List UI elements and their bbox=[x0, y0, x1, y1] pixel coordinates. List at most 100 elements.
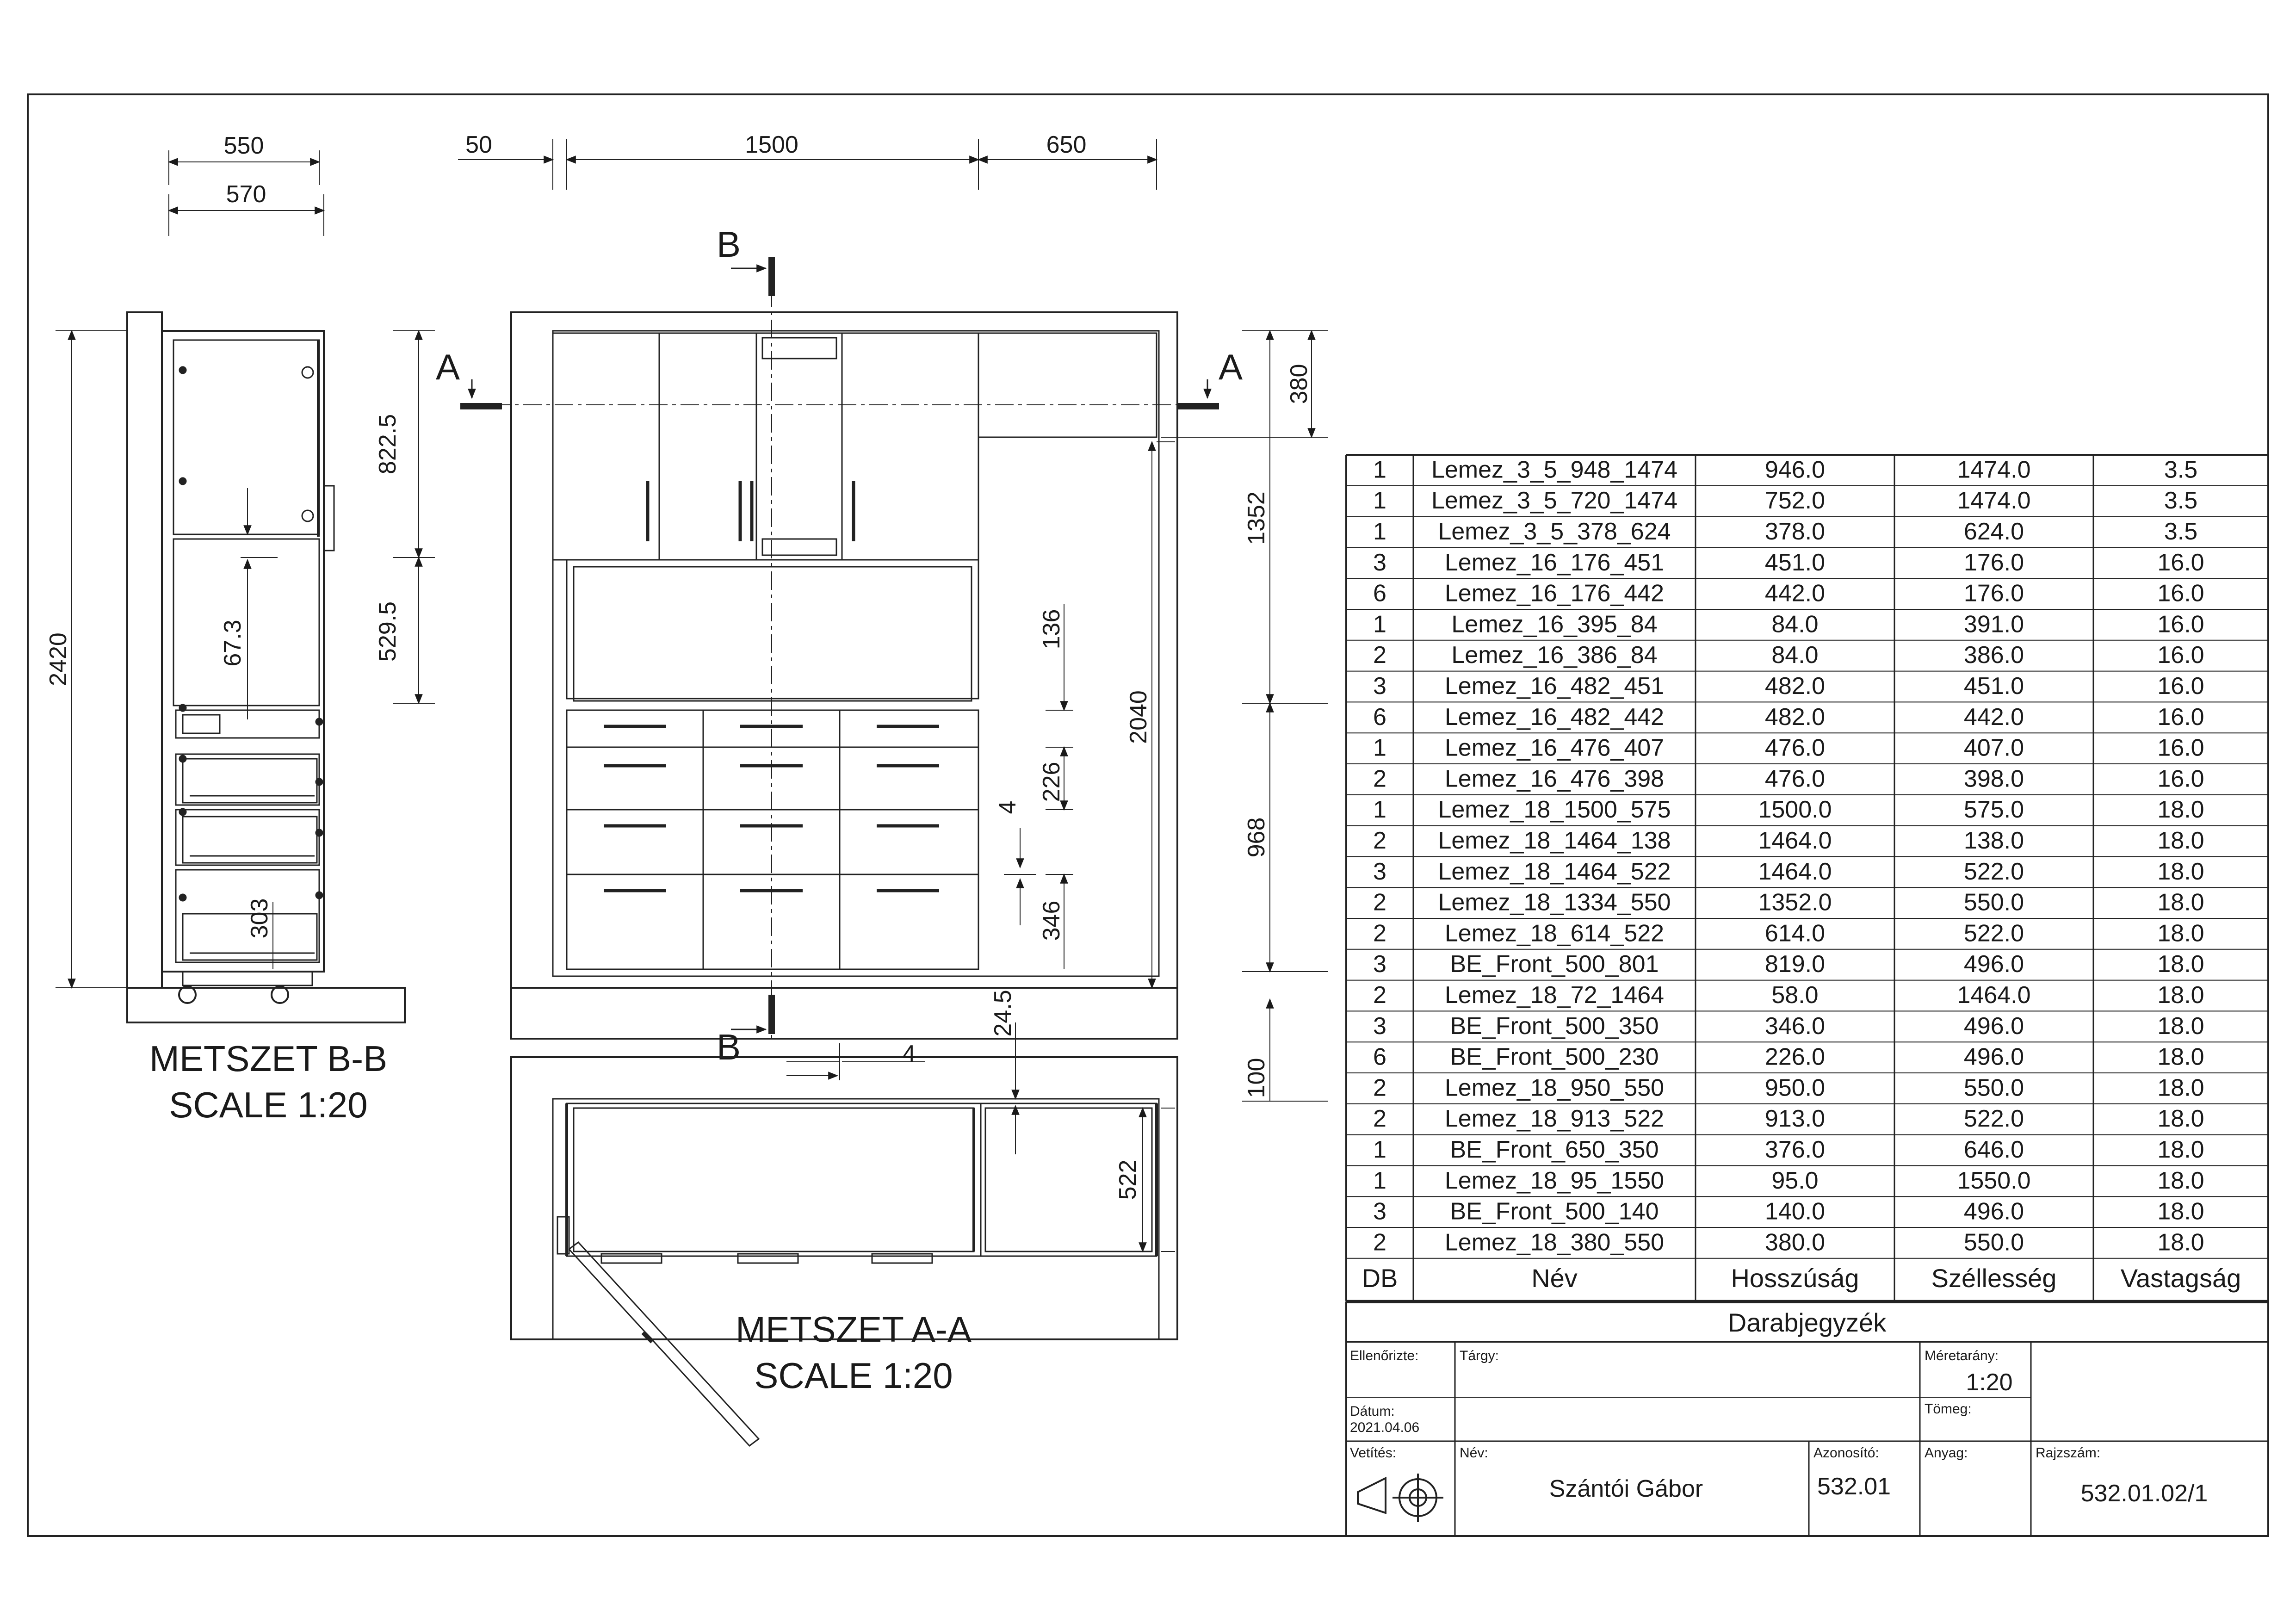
table-cell-length: 380.0 bbox=[1765, 1229, 1825, 1256]
plan-view-title: METSZET A-A bbox=[736, 1309, 972, 1350]
table-cell-thickness: 18.0 bbox=[2157, 796, 2204, 823]
table-cell-name: Lemez_18_72_1464 bbox=[1445, 982, 1664, 1009]
side-dim-529-5: 529.5 bbox=[374, 601, 401, 662]
table-cell-thickness: 18.0 bbox=[2157, 827, 2204, 854]
table-cell-name: Lemez_18_950_550 bbox=[1445, 1074, 1664, 1101]
table-cell-thickness: 3.5 bbox=[2164, 487, 2197, 514]
table-cell-width: 624.0 bbox=[1964, 518, 2024, 545]
side-dim-570: 570 bbox=[226, 181, 266, 208]
side-view-scale: SCALE 1:20 bbox=[169, 1084, 367, 1125]
table-cell-thickness: 18.0 bbox=[2157, 858, 2204, 885]
table-cell-length: 84.0 bbox=[1771, 611, 1818, 638]
name-label: Név: bbox=[1460, 1445, 1488, 1461]
table-cell-qty: 6 bbox=[1373, 1044, 1386, 1071]
date-label: Dátum: bbox=[1350, 1404, 1395, 1419]
drawing-frame bbox=[27, 93, 2269, 1537]
table-cell-name: Lemez_3_5_378_624 bbox=[1438, 518, 1671, 545]
projection-label: Vetítés: bbox=[1350, 1445, 1396, 1461]
table-cell-name: Lemez_18_1500_575 bbox=[1438, 796, 1671, 823]
table-cell-name: Lemez_16_482_451 bbox=[1445, 673, 1664, 700]
table-cell-length: 1352.0 bbox=[1758, 889, 1832, 916]
table-cell-length: 819.0 bbox=[1765, 951, 1825, 978]
table-cell-width: 1550.0 bbox=[1957, 1167, 2030, 1194]
table-cell-thickness: 16.0 bbox=[2157, 549, 2204, 576]
table-cell-qty: 6 bbox=[1373, 580, 1386, 607]
subject-label: Tárgy: bbox=[1460, 1348, 1499, 1363]
table-cell-length: 58.0 bbox=[1771, 982, 1818, 1009]
table-cell-length: 946.0 bbox=[1765, 456, 1825, 483]
table-cell-name: Lemez_3_5_948_1474 bbox=[1431, 456, 1677, 483]
table-cell-name: Lemez_16_176_451 bbox=[1445, 549, 1664, 576]
table-cell-thickness: 18.0 bbox=[2157, 1044, 2204, 1071]
table-cell-thickness: 18.0 bbox=[2157, 1167, 2204, 1194]
table-cell-name: Lemez_18_1334_550 bbox=[1438, 889, 1671, 916]
table-cell-thickness: 16.0 bbox=[2157, 580, 2204, 607]
table-cell-width: 522.0 bbox=[1964, 858, 2024, 885]
table-cell-length: 1464.0 bbox=[1758, 827, 1832, 854]
table-cell-width: 1474.0 bbox=[1957, 456, 2030, 483]
table-cell-length: 346.0 bbox=[1765, 1013, 1825, 1040]
table-cell-qty: 2 bbox=[1373, 765, 1386, 792]
table-cell-width: 138.0 bbox=[1964, 827, 2024, 854]
table-cell-thickness: 18.0 bbox=[2157, 1198, 2204, 1225]
table-cell-length: 1464.0 bbox=[1758, 858, 1832, 885]
drawing-no-label: Rajzszám: bbox=[2036, 1445, 2100, 1461]
table-cell-width: 451.0 bbox=[1964, 673, 2024, 700]
front-dim-2040: 2040 bbox=[1125, 690, 1152, 744]
table-cell-width: 496.0 bbox=[1964, 1198, 2024, 1225]
table-cell-qty: 2 bbox=[1373, 827, 1386, 854]
table-cell-name: Lemez_18_913_522 bbox=[1445, 1105, 1664, 1132]
table-cell-width: 442.0 bbox=[1964, 704, 2024, 731]
projection-symbol-icon bbox=[1357, 1474, 1443, 1522]
table-cell-qty: 1 bbox=[1373, 1136, 1386, 1163]
table-cell-qty: 2 bbox=[1373, 1229, 1386, 1256]
front-dim-650: 650 bbox=[1046, 131, 1087, 158]
table-cell-width: 496.0 bbox=[1964, 951, 2024, 978]
table-cell-thickness: 18.0 bbox=[2157, 920, 2204, 947]
table-cell-thickness: 16.0 bbox=[2157, 765, 2204, 792]
table-cell-length: 95.0 bbox=[1771, 1167, 1818, 1194]
scale-value: 1:20 bbox=[1966, 1369, 2012, 1396]
table-header-width: Széllesség bbox=[1931, 1264, 2057, 1293]
table-cell-qty: 1 bbox=[1373, 1167, 1386, 1194]
table-cell-length: 482.0 bbox=[1765, 673, 1825, 700]
table-cell-length: 950.0 bbox=[1765, 1074, 1825, 1101]
scale-label: Méretarány: bbox=[1925, 1348, 1999, 1363]
table-cell-thickness: 16.0 bbox=[2157, 642, 2204, 669]
table-cell-name: Lemez_16_386_84 bbox=[1451, 642, 1657, 669]
table-cell-width: 550.0 bbox=[1964, 1229, 2024, 1256]
table-cell-width: 496.0 bbox=[1964, 1044, 2024, 1071]
table-cell-thickness: 18.0 bbox=[2157, 951, 2204, 978]
table-cell-thickness: 18.0 bbox=[2157, 982, 2204, 1009]
name-value: Szántói Gábor bbox=[1549, 1475, 1703, 1502]
side-dim-303: 303 bbox=[246, 898, 273, 939]
table-header-name: Név bbox=[1531, 1264, 1578, 1293]
section-letter-b-top: B bbox=[717, 224, 741, 265]
table-cell-qty: 2 bbox=[1373, 982, 1386, 1009]
material-label: Anyag: bbox=[1925, 1445, 1968, 1461]
front-dim-50: 50 bbox=[465, 131, 492, 158]
table-cell-length: 1500.0 bbox=[1758, 796, 1832, 823]
table-cell-width: 575.0 bbox=[1964, 796, 2024, 823]
table-cell-qty: 2 bbox=[1373, 920, 1386, 947]
plan-view-scale: SCALE 1:20 bbox=[754, 1355, 953, 1396]
table-cell-name: BE_Front_500_230 bbox=[1450, 1044, 1659, 1071]
table-cell-qty: 1 bbox=[1373, 518, 1386, 545]
table-cell-length: 442.0 bbox=[1765, 580, 1825, 607]
side-dim-2420: 2420 bbox=[45, 632, 72, 686]
table-cell-width: 1464.0 bbox=[1957, 982, 2030, 1009]
table-cell-qty: 1 bbox=[1373, 487, 1386, 514]
table-cell-qty: 1 bbox=[1373, 796, 1386, 823]
table-cell-length: 378.0 bbox=[1765, 518, 1825, 545]
table-cell-length: 752.0 bbox=[1765, 487, 1825, 514]
mass-label: Tömeg: bbox=[1925, 1401, 1972, 1417]
table-cell-thickness: 18.0 bbox=[2157, 1136, 2204, 1163]
table-cell-thickness: 18.0 bbox=[2157, 1013, 2204, 1040]
table-cell-name: Lemez_16_476_407 bbox=[1445, 735, 1664, 762]
table-cell-qty: 2 bbox=[1373, 1074, 1386, 1101]
table-cell-qty: 2 bbox=[1373, 889, 1386, 916]
drawing-no-value: 532.01.02/1 bbox=[2081, 1480, 2208, 1507]
table-cell-name: BE_Front_500_801 bbox=[1450, 951, 1659, 978]
table-cell-name: Lemez_16_395_84 bbox=[1451, 611, 1657, 638]
front-dim-346: 346 bbox=[1038, 901, 1065, 941]
